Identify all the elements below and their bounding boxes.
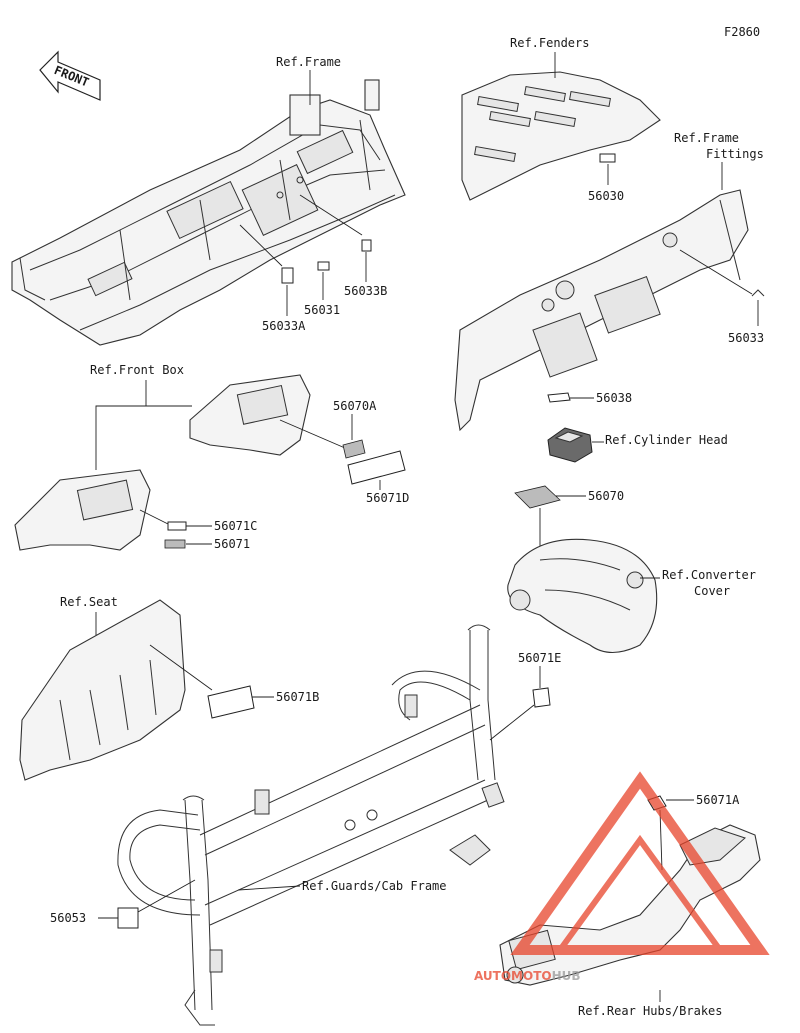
- part-56071: 56071: [214, 537, 250, 551]
- decal-56031: [317, 261, 330, 271]
- part-56033A: 56033A: [262, 319, 306, 333]
- decal-56038: [547, 392, 571, 403]
- ref-frame-label: Ref.Frame: [276, 55, 341, 69]
- decal-56071C: [167, 521, 187, 531]
- cylinder-head-part: [547, 427, 593, 463]
- ref-converter-label-1: Ref.Converter: [662, 568, 756, 582]
- part-56038: 56038: [596, 391, 632, 405]
- fenders-part: [461, 71, 661, 201]
- decal-56070A: [342, 439, 366, 459]
- decal-56070: [514, 485, 561, 509]
- part-56030: 56030: [588, 189, 624, 203]
- frame-assembly: [11, 79, 406, 346]
- decal-56033B: [361, 239, 372, 252]
- watermark-text-2: HUB: [552, 969, 581, 983]
- diagram-id: F2860: [724, 25, 760, 39]
- decal-56071B: [207, 685, 255, 719]
- seat-part: [19, 599, 186, 781]
- ref-converter-label-2: Cover: [694, 584, 730, 598]
- part-56071C: 56071C: [214, 519, 257, 533]
- decal-56071D: [347, 450, 406, 485]
- decal-56071: [164, 539, 186, 549]
- frame-fittings-part: [454, 189, 749, 432]
- ref-seat-label: Ref.Seat: [60, 595, 118, 609]
- front-arrow-icon: FRONT: [39, 50, 101, 101]
- converter-cover-part: [507, 538, 658, 654]
- part-56031: 56031: [304, 303, 340, 317]
- svg-text:AUTOMOTOHUB: AUTOMOTOHUB: [474, 969, 581, 983]
- front-box-upper: [189, 374, 311, 456]
- decal-56030: [599, 153, 616, 163]
- watermark-text-1: AUTOMOTO: [474, 969, 552, 983]
- ref-frame-fittings-label-1: Ref.Frame: [674, 131, 739, 145]
- part-56070A: 56070A: [333, 399, 377, 413]
- part-56033B: 56033B: [344, 284, 387, 298]
- ref-fenders-label: Ref.Fenders: [510, 36, 589, 50]
- ref-rear-hubs-label: Ref.Rear Hubs/Brakes: [578, 1004, 723, 1018]
- part-56033: 56033: [728, 331, 764, 345]
- part-56070: 56070: [588, 489, 624, 503]
- ref-frame-fittings-label-2: Fittings: [706, 147, 764, 161]
- decal-56071E: [532, 687, 551, 708]
- decal-56033: [751, 289, 765, 297]
- ref-front-box-label: Ref.Front Box: [90, 363, 184, 377]
- guards-cab-frame: [117, 624, 505, 1026]
- part-56071A: 56071A: [696, 793, 740, 807]
- ref-guards-label: Ref.Guards/Cab Frame: [302, 879, 447, 893]
- part-56053: 56053: [50, 911, 86, 925]
- front-box-lower: [14, 469, 151, 551]
- decal-56053: [117, 907, 139, 929]
- decal-56033A: [281, 267, 294, 284]
- watermark-logo: AUTOMOTOHUB: [474, 771, 770, 983]
- part-56071D: 56071D: [366, 491, 409, 505]
- part-56071E: 56071E: [518, 651, 561, 665]
- part-56071B: 56071B: [276, 690, 319, 704]
- ref-cylinder-head-label: Ref.Cylinder Head: [605, 433, 728, 447]
